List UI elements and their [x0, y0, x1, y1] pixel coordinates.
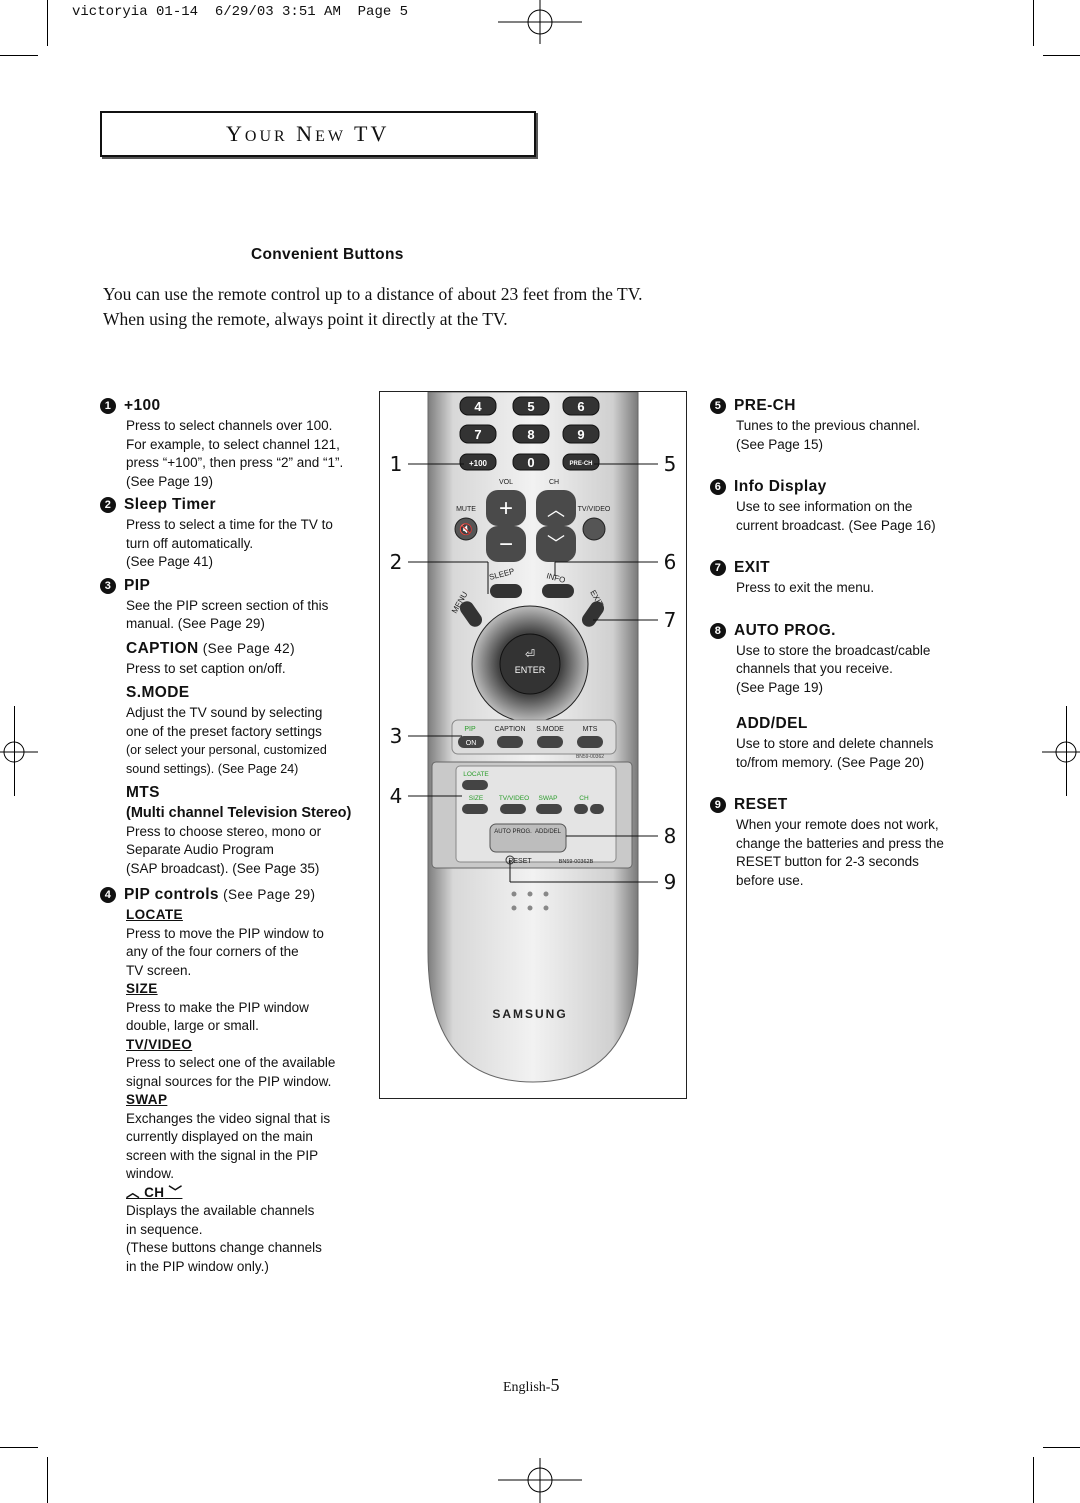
swap-heading: SWAP — [126, 1092, 168, 1107]
svg-text:CH: CH — [549, 479, 559, 486]
page-footer: English-5 — [503, 1375, 560, 1395]
svg-text:VOL: VOL — [499, 479, 513, 486]
callout-9: 9 — [663, 870, 677, 894]
mts-heading: MTS — [126, 784, 160, 801]
section-title: Convenient Buttons — [251, 246, 404, 263]
svg-text:BN59-00362B: BN59-00362B — [559, 859, 594, 865]
callout-6: 6 — [663, 550, 677, 574]
key-9: 9 — [577, 427, 584, 442]
key-6: 6 — [577, 399, 584, 414]
remote-drawing: 4 5 6 7 8 9 +100 0 PRE-CH VOL CH MUTE TV/V… — [408, 392, 658, 1083]
callout-5: 5 — [663, 452, 677, 476]
enter-icon: ⏎ — [525, 647, 535, 661]
caption-heading: CAPTION (See Page 42) — [126, 639, 295, 657]
callout-2: 2 — [389, 550, 403, 574]
callout-1: 1 — [389, 452, 403, 476]
svg-text:ADD/DEL: ADD/DEL — [535, 829, 562, 835]
vol-up-icon: + — [499, 495, 513, 522]
chevron-up-icon: ︿ — [126, 1184, 140, 1200]
key-0: 0 — [527, 455, 534, 470]
adddel-heading: ADD/DEL — [736, 715, 808, 732]
svg-text:SWAP: SWAP — [539, 795, 558, 802]
ch-down-icon: ﹀ — [547, 534, 565, 554]
svg-text:TV/VIDEO: TV/VIDEO — [499, 795, 529, 802]
svg-text:CH: CH — [579, 795, 589, 802]
locate-heading: LOCATE — [126, 907, 183, 922]
chapter-title: YOUR NEW TV — [226, 121, 390, 146]
tvvideo-heading: TV/VIDEO — [126, 1036, 193, 1052]
svg-text:MTS: MTS — [583, 726, 598, 733]
smode-heading: S.MODE — [126, 684, 190, 701]
enter-key-label: ENTER — [515, 665, 546, 675]
svg-text:ON: ON — [466, 740, 477, 747]
key-prech: PRE-CH — [569, 461, 592, 467]
left-column: 1+100 Press to select channels over 100.… — [100, 395, 375, 1276]
svg-text:AUTO PROG.: AUTO PROG. — [494, 829, 532, 835]
item-plus100-heading: 1+100 — [100, 395, 375, 417]
chevron-down-icon: ﹀ — [168, 1184, 183, 1200]
svg-text:MUTE: MUTE — [456, 506, 476, 513]
chapter-banner: YOUR NEW TV — [100, 111, 536, 157]
svg-text:PIP: PIP — [464, 726, 476, 733]
ch-up-icon: ︿ — [547, 500, 565, 520]
remote-illustration: 4 5 6 7 8 9 +100 0 PRE-CH VOL CH MUTE TV/V… — [379, 391, 687, 1099]
svg-text:CAPTION: CAPTION — [494, 726, 525, 733]
svg-text:RESET: RESET — [508, 858, 532, 865]
key-7: 7 — [474, 427, 481, 442]
key-5: 5 — [527, 399, 534, 414]
print-header: victoryia 01-14 6/29/03 3:51 AM Page 5 — [72, 4, 409, 20]
svg-text:TV/VIDEO: TV/VIDEO — [578, 506, 611, 513]
svg-text:BN59-00362: BN59-00362 — [576, 754, 604, 760]
key-8: 8 — [527, 427, 534, 442]
callout-8: 8 — [663, 824, 677, 848]
brand-logo: SAMSUNG — [492, 1007, 567, 1021]
intro-text: You can use the remote control up to a d… — [103, 284, 643, 329]
key-4: 4 — [474, 399, 482, 414]
callout-7: 7 — [663, 608, 677, 632]
vol-down-icon: − — [499, 531, 513, 558]
svg-text:S.MODE: S.MODE — [536, 726, 564, 733]
size-heading: SIZE — [126, 981, 158, 996]
key-plus100: +100 — [469, 459, 488, 468]
mute-icon: 🔇 — [459, 523, 473, 536]
callout-3: 3 — [389, 724, 403, 748]
callout-4: 4 — [389, 784, 403, 808]
ch-heading: ︿ CH ﹀ — [126, 1184, 183, 1200]
svg-text:SIZE: SIZE — [469, 795, 484, 802]
svg-text:LOCATE: LOCATE — [463, 771, 489, 778]
